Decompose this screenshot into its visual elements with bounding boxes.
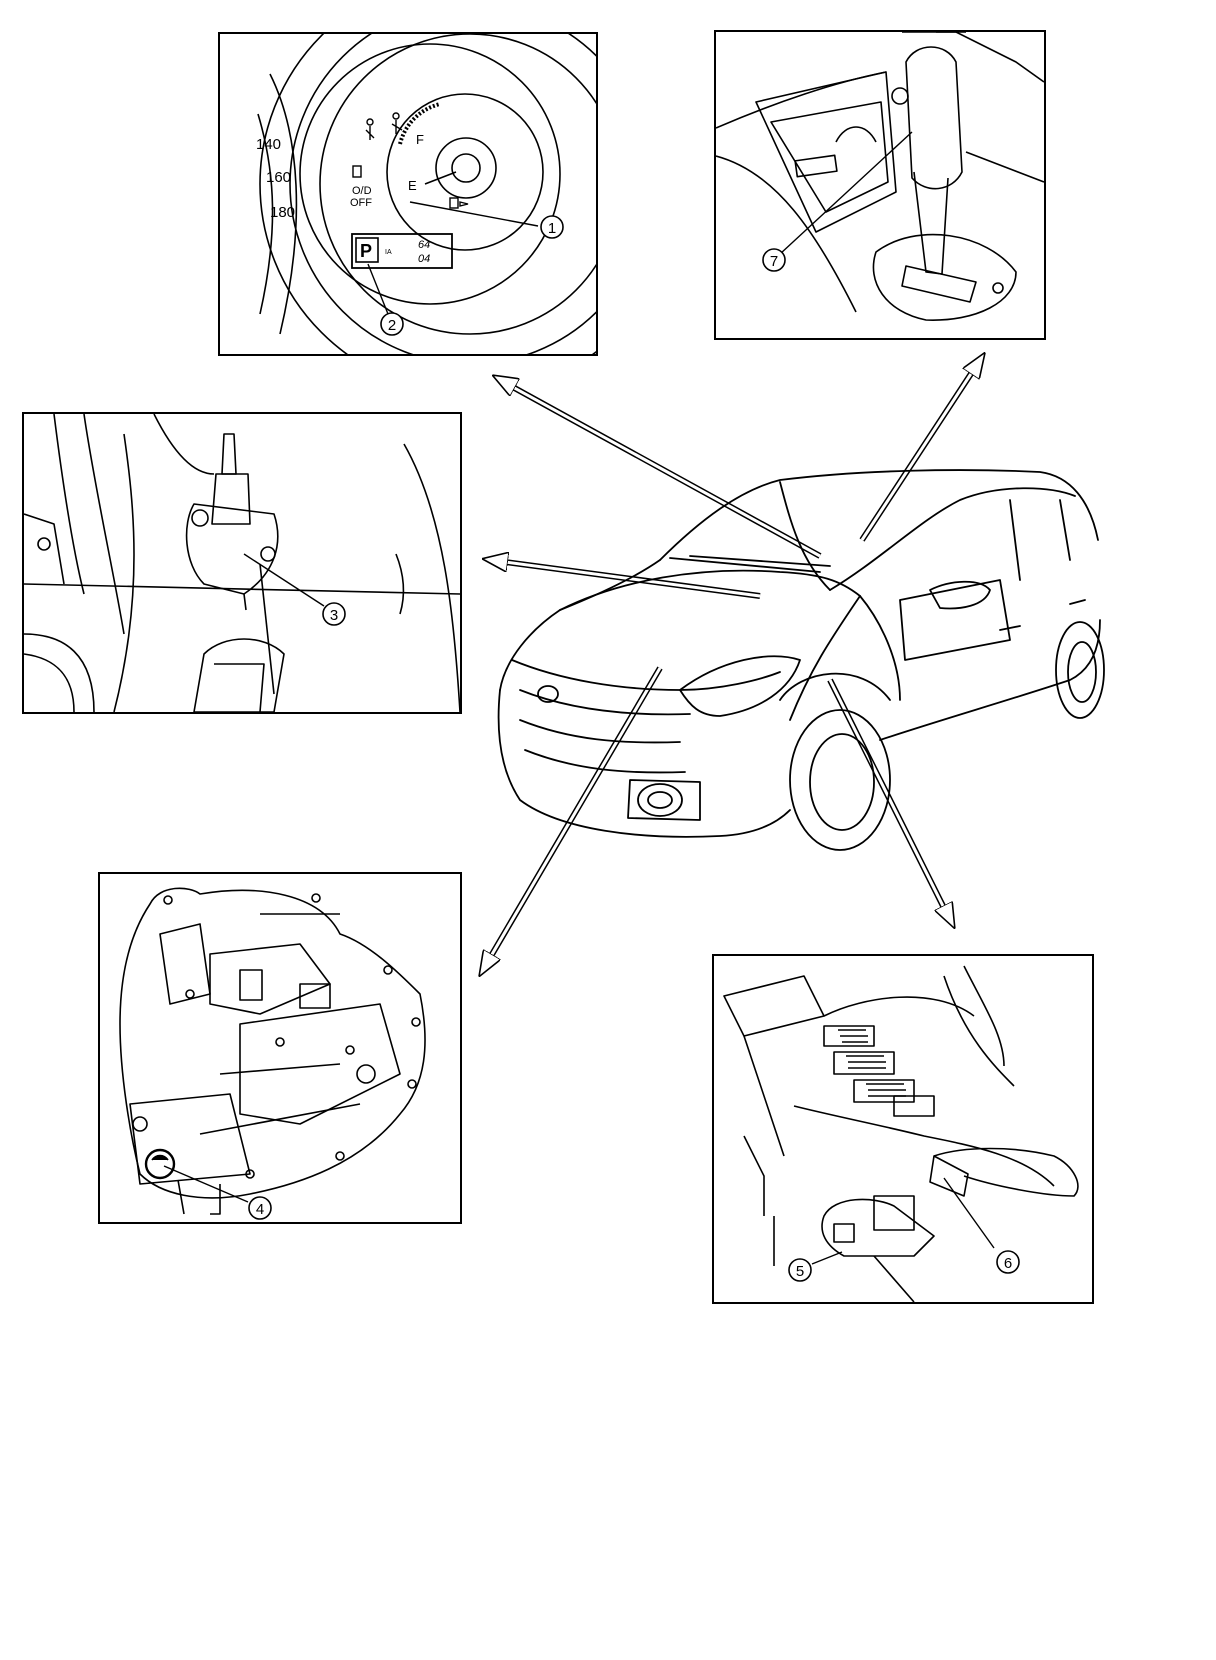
fuel-full-label: F [416,132,424,147]
svg-text:4: 4 [256,1201,264,1218]
panel-harness-connectors: 5 6 [712,954,1094,1304]
svg-text:6: 6 [1004,1255,1012,1272]
svg-text:5: 5 [796,1263,804,1280]
fuel-door-icon [449,197,469,209]
callout-7: 7 [762,248,786,272]
display-top: 64 [418,239,430,251]
panel-transaxle: 4 [98,872,462,1224]
panel-accelerator-pedal: 3 [22,412,462,714]
fuel-empty-label: E [408,178,417,193]
arrow-to-pedal [484,559,761,599]
callout-2: 2 [380,312,404,336]
display-gear: P [360,241,372,261]
od-label-line1: O/D [352,185,372,197]
callout-4: 4 [248,1196,272,1220]
speed-tick-140: 140 [256,136,281,153]
callout-5: 5 [788,1258,812,1282]
shifter-drawing: 7 [716,32,1044,321]
harness-drawing: 5 6 [723,965,1079,1302]
car-illustration [497,469,1105,851]
fuel-pump-icon [352,165,362,178]
arrow-to-cluster [494,376,822,559]
pedal-drawing: 3 [24,414,460,712]
arrow-to-shifter [859,354,984,542]
od-label-line2: OFF [350,197,372,209]
speed-tick-180: 180 [270,204,295,221]
display-small: IA [385,249,392,256]
callout-6: 6 [996,1250,1020,1274]
display-bottom: 04 [418,253,430,265]
svg-text:1: 1 [548,220,556,237]
cluster-drawing: 1 2 140 160 180 F E O/D OFF P IA 64 04 [256,34,596,354]
speed-tick-160: 160 [266,169,291,186]
panel-instrument-cluster: 1 2 140 160 180 F E O/D OFF P IA 64 04 [218,32,598,356]
svg-text:3: 3 [330,607,338,624]
callout-1: 1 [540,215,564,239]
svg-text:7: 7 [770,253,778,270]
callout-3: 3 [322,602,346,626]
pointer-arrows [480,354,984,975]
arrow-to-transaxle [480,666,663,975]
seatbelt-icon [365,112,403,140]
svg-text:2: 2 [388,317,396,334]
arrow-to-harness [827,678,954,927]
transaxle-drawing: 4 [119,887,426,1220]
panel-shift-lever: 7 [714,30,1046,340]
